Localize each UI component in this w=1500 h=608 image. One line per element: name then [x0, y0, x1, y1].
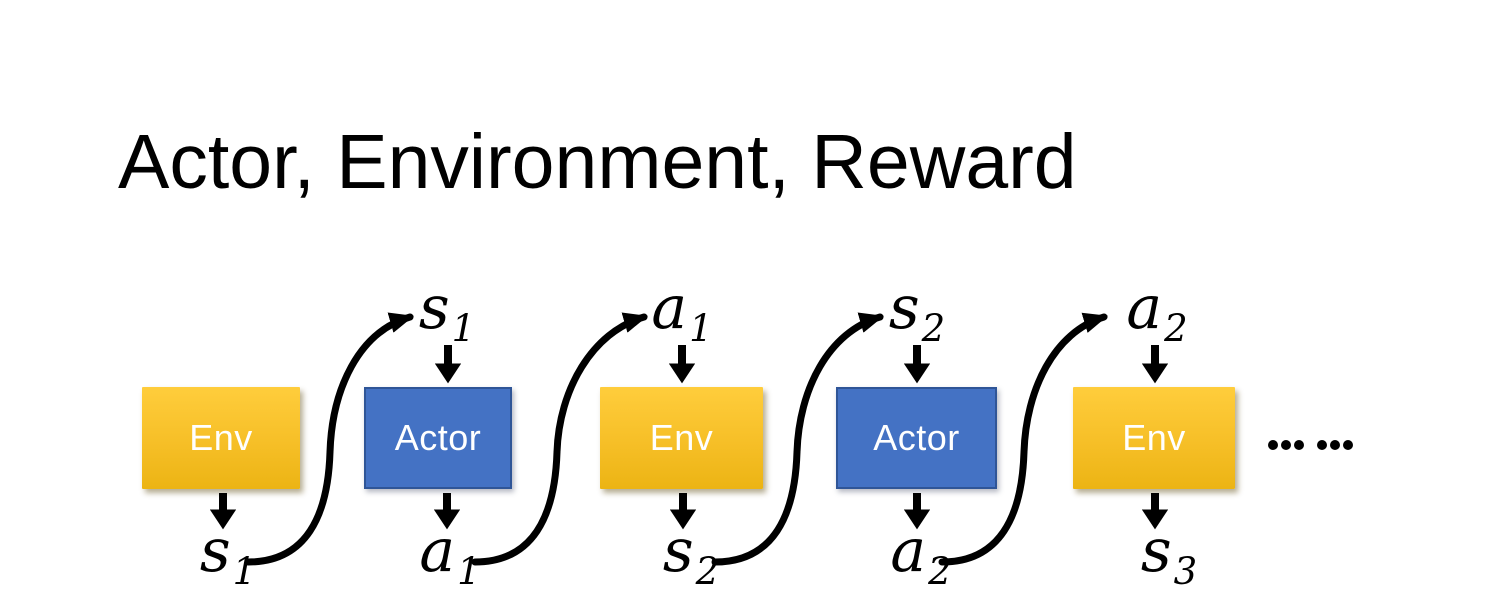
dot	[1294, 440, 1304, 450]
dot	[1343, 440, 1353, 450]
slide-title: Actor, Environment, Reward	[118, 119, 1077, 205]
dot	[1281, 440, 1291, 450]
env-box-1: Env	[142, 387, 300, 489]
actor-box-2: Actor	[836, 387, 997, 489]
actor-box-1: Actor	[364, 387, 512, 489]
actor-box-2-label: Actor	[873, 417, 960, 458]
env-box-2: Env	[600, 387, 763, 489]
ellipsis-group-1	[1268, 440, 1307, 450]
ellipsis-group-2	[1317, 440, 1356, 450]
curve-arrow-s1	[244, 312, 415, 566]
env-box-3-label: Env	[1122, 417, 1186, 458]
curve-arrow-a1	[471, 312, 649, 566]
curve-arrow-a2	[938, 312, 1109, 566]
env-box-3: Env	[1073, 387, 1235, 489]
env-box-1-label: Env	[189, 417, 253, 458]
dot	[1317, 440, 1327, 450]
dot	[1330, 440, 1340, 450]
actor-box-1-label: Actor	[394, 417, 482, 458]
curve-arrow-s2	[711, 312, 885, 566]
env-box-2-label: Env	[649, 417, 714, 458]
ellipsis-icon	[1268, 440, 1356, 450]
dot	[1268, 440, 1278, 450]
